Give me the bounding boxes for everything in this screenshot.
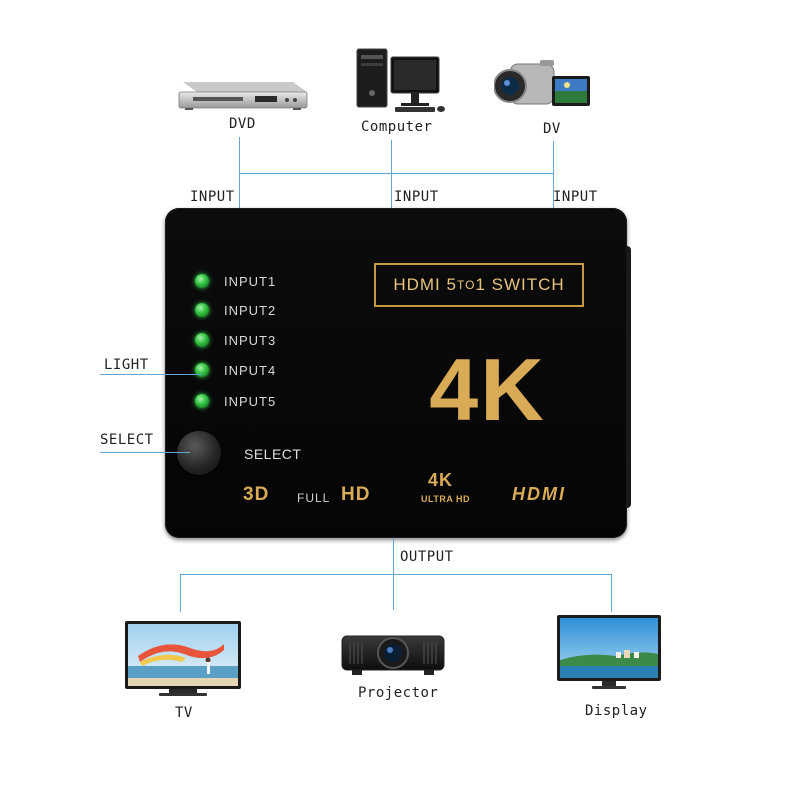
output-line-tv xyxy=(180,574,181,612)
select-button-label: SELECT xyxy=(244,446,302,462)
input5-led xyxy=(195,394,209,408)
select-button xyxy=(177,431,221,475)
output-label-tv: TV xyxy=(175,705,193,721)
tv-icon xyxy=(125,621,241,696)
output-line-display xyxy=(611,574,612,612)
output-label-display: Display xyxy=(585,703,648,719)
title-mid-b: TO xyxy=(456,278,476,292)
projector-icon xyxy=(341,635,445,675)
select-callout-line xyxy=(100,452,190,453)
input-bus-line xyxy=(239,173,554,174)
dvd-player-icon xyxy=(178,82,308,110)
output-bus-line xyxy=(180,574,612,575)
source-label-dv: DV xyxy=(543,121,561,137)
title-suffix: SWITCH xyxy=(491,275,565,294)
input2-label: INPUT2 xyxy=(224,303,277,318)
input2-led xyxy=(195,303,209,317)
input-line-dv xyxy=(553,141,554,209)
input-label-3: INPUT xyxy=(553,189,598,205)
title-mid-c: 1 xyxy=(475,275,486,294)
badge-full: FULL xyxy=(297,491,331,505)
input3-led xyxy=(195,333,209,347)
title-mid-a: 5 xyxy=(446,275,457,294)
select-callout-label: SELECT xyxy=(100,432,154,448)
light-callout-line xyxy=(100,374,202,375)
badge-hdmi: HDMI xyxy=(512,484,566,504)
badge-ultra-hd: ULTRA HD xyxy=(421,494,470,504)
output-label: OUTPUT xyxy=(400,549,454,565)
big-4k-text: 4K xyxy=(429,340,546,439)
input-line-dvd xyxy=(239,137,240,209)
badge-4k-small: 4K xyxy=(428,470,454,490)
input3-label: INPUT3 xyxy=(224,333,277,348)
input4-label: INPUT4 xyxy=(224,363,277,378)
desktop-computer-icon xyxy=(356,48,445,112)
output-label-projector: Projector xyxy=(358,685,439,701)
input-label-2: INPUT xyxy=(394,189,439,205)
input1-led xyxy=(195,274,209,288)
input-line-computer xyxy=(391,140,392,209)
input4-led xyxy=(195,363,209,377)
input5-label: INPUT5 xyxy=(224,394,277,409)
badge-3d: 3D xyxy=(243,484,270,505)
input-label-1: INPUT xyxy=(190,189,235,205)
camcorder-icon xyxy=(494,60,590,106)
source-label-dvd: DVD xyxy=(229,116,256,132)
monitor-icon xyxy=(557,615,661,689)
source-label-computer: Computer xyxy=(361,119,433,135)
title-prefix: HDMI xyxy=(393,275,441,294)
input1-label: INPUT1 xyxy=(224,274,277,289)
badge-hd: HD xyxy=(341,484,371,505)
light-callout-label: LIGHT xyxy=(104,357,149,373)
switch-side-edge xyxy=(626,246,631,508)
